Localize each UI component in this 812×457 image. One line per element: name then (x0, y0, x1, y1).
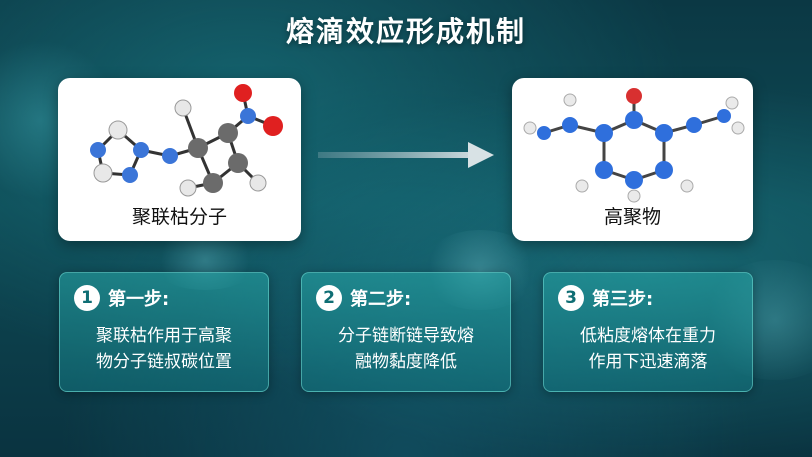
step-2-number: 2 (316, 285, 342, 311)
step-3-title: 第三步: (592, 289, 654, 310)
monomer-card: 聚联枯分子 (58, 78, 301, 241)
step-3-number: 3 (558, 285, 584, 311)
step-1-text-line: 物分子链叔碳位置 (96, 352, 232, 372)
step-3-box: 3 第三步: 低粘度熔体在重力 作用下迅速滴落 (543, 272, 753, 392)
step-3-text-line: 作用下迅速滴落 (588, 352, 708, 372)
step-1-text-line: 聚联枯作用于高聚 (96, 326, 232, 346)
molecule-illustration (90, 84, 283, 197)
step-3-text-line: 低粘度熔体在重力 (580, 326, 716, 346)
step-1-number: 1 (74, 285, 100, 311)
step-2-box: 2 第二步: 分子链断链导致熔 融物黏度降低 (301, 272, 511, 392)
step-1-box: 1 第一步: 聚联枯作用于高聚 物分子链叔碳位置 (59, 272, 269, 392)
polymer-label: 高聚物 (603, 206, 661, 228)
step-1-title: 第一步: (108, 289, 170, 310)
step-2-title: 第二步: (350, 289, 412, 310)
page-title: 熔滴效应形成机制 (285, 15, 526, 48)
step-2-text-line: 融物黏度降低 (355, 352, 457, 372)
polymer-card: 高聚物 (512, 78, 753, 241)
monomer-label: 聚联枯分子 (131, 206, 227, 228)
molecule-illustration (523, 88, 745, 203)
right-arrow-icon (318, 142, 494, 168)
step-2-text-line: 分子链断链导致熔 (338, 326, 474, 346)
